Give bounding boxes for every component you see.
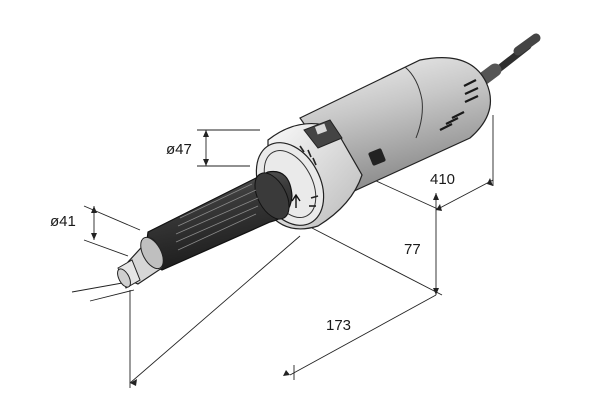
height-label: 77 <box>404 241 421 258</box>
diameter-nose-label: ø41 <box>50 213 76 230</box>
dimension-arrows <box>91 130 493 386</box>
front-length-label: 173 <box>326 317 351 334</box>
diameter-neck-label: ø47 <box>166 141 192 158</box>
grip-sleeve <box>145 170 293 271</box>
collet-nose <box>117 236 164 289</box>
overall-length-label: 410 <box>430 171 455 188</box>
